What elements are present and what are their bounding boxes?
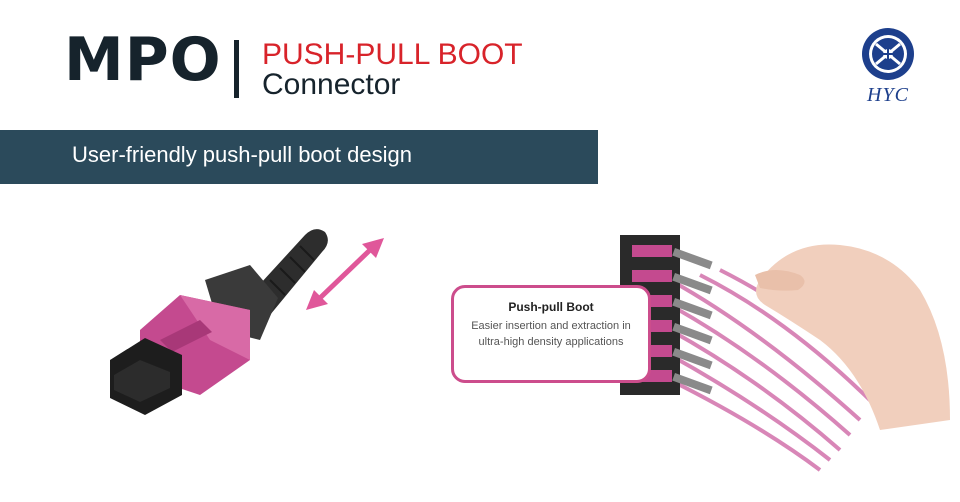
push-pull-arrow-icon	[306, 238, 384, 310]
subtitle-connector: Connector	[262, 68, 401, 101]
mpo-connector-image	[110, 229, 384, 415]
push-pull-callout	[451, 285, 651, 383]
banner-text: User-friendly push-pull boot design	[72, 142, 412, 167]
callout-title: Push-pull Boot	[508, 300, 594, 314]
subtitle-push-pull-boot: PUSH-PULL BOOT	[262, 38, 523, 71]
hyc-emblem-icon	[862, 28, 914, 80]
title-divider	[234, 40, 239, 98]
title-mpo: MPO	[64, 25, 222, 95]
feature-banner	[0, 130, 598, 184]
callout-description: Easier insertion and extraction in ultra…	[471, 320, 631, 348]
logo-text: HYC	[867, 84, 909, 106]
